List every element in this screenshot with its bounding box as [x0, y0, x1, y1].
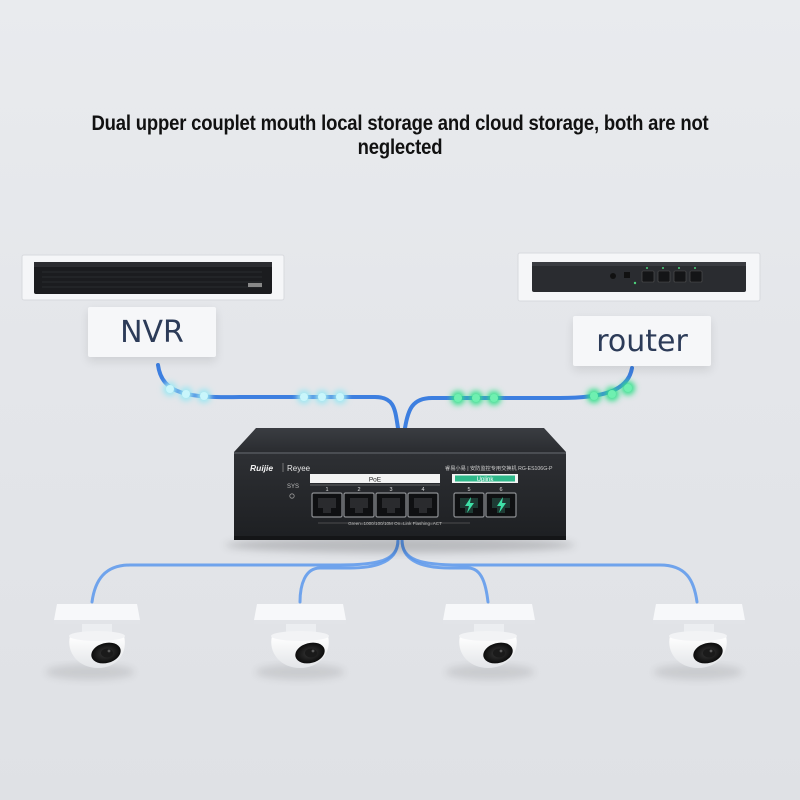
headline: Dual upper couplet mouth local storage a… — [91, 112, 709, 159]
nvr-signal-dots — [163, 382, 347, 404]
uplink-port-6 — [485, 492, 517, 518]
router-label: router — [573, 316, 711, 366]
uplink-port-5 — [453, 492, 485, 518]
switch-brand: Ruijie — [250, 463, 273, 473]
poe-port-3 — [375, 492, 407, 518]
cable-nvr-to-switch — [156, 363, 400, 430]
poe-port-4 — [407, 492, 439, 518]
port-number: 6 — [499, 487, 502, 493]
led-legend: Green=1000/100/10M On=Link Flashing=ACT — [348, 521, 442, 526]
uplink-header-bar — [455, 475, 515, 482]
router-device — [517, 252, 761, 302]
port-number: 3 — [389, 487, 392, 493]
sys-led — [289, 493, 295, 499]
cable-switch-to-cameras — [90, 538, 699, 604]
port-number: 2 — [357, 487, 360, 493]
switch-sub-brand: Reyee — [287, 464, 311, 473]
camera-2 — [254, 604, 346, 680]
router-signal-dots — [451, 381, 635, 405]
nvr-device — [21, 254, 285, 301]
nvr-label: NVR — [88, 307, 216, 357]
lightning-icon — [497, 497, 506, 513]
poe-port-2 — [343, 492, 375, 518]
poe-label: PoE — [369, 477, 382, 484]
port-number: 4 — [421, 487, 424, 493]
camera-1 — [45, 604, 140, 680]
switch-model-text: 睿易小易 | 安防监控专用交换机 RG-ES106G-P — [445, 464, 553, 472]
camera-4 — [653, 604, 745, 680]
camera-3 — [443, 604, 535, 680]
poe-switch: Ruijie Reyee 睿易小易 | 安防监控专用交换机 RG-ES106G-… — [225, 428, 575, 553]
poe-port-1 — [311, 492, 343, 518]
port-number: 5 — [467, 487, 470, 493]
sys-label: SYS — [287, 484, 299, 490]
uplink-label: Uplink — [477, 477, 495, 483]
poe-header-bar — [310, 474, 440, 483]
lightning-icon — [465, 497, 474, 513]
port-number: 1 — [325, 487, 328, 493]
